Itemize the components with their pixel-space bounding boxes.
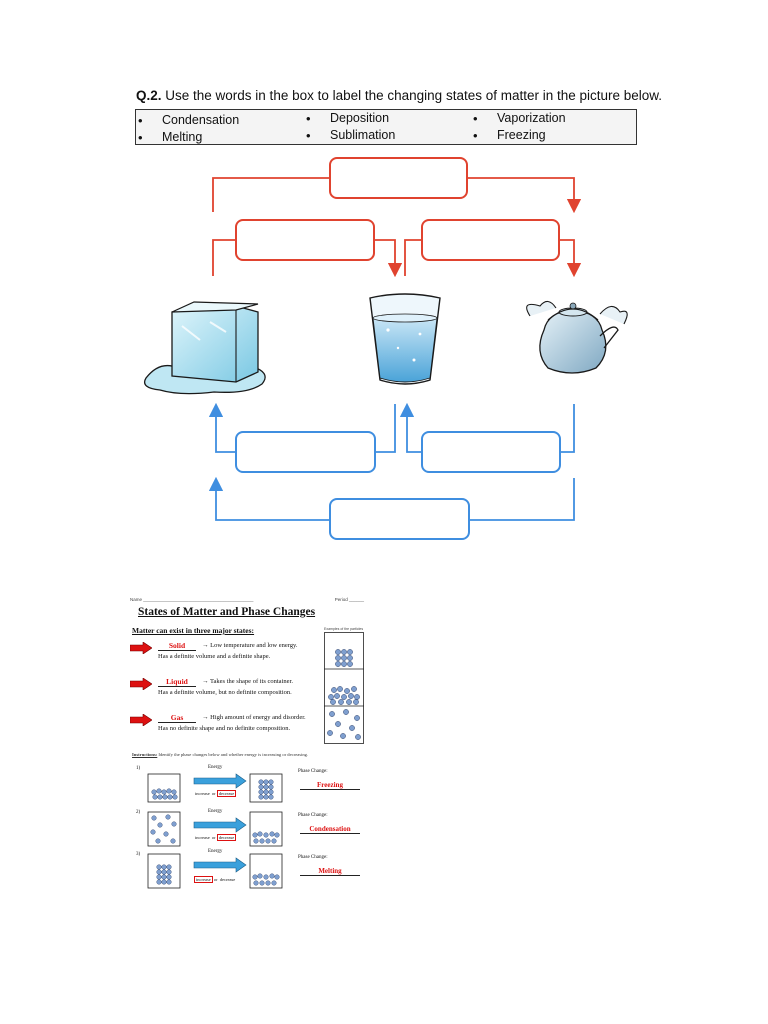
arrow-deposition [208, 476, 575, 521]
phase-change-graphic [147, 773, 283, 803]
name-label: Name [130, 597, 143, 602]
phase-change-answer: Freezing [300, 781, 360, 790]
word-bank-item: Sublimation [306, 128, 395, 143]
arrow-melting [212, 239, 403, 278]
word-bank-item: Vaporization [473, 111, 565, 126]
steaming-kettle-icon [526, 300, 628, 374]
state-desc: → Low temperature and low energy. [202, 642, 298, 649]
worksheet-title: States of Matter and Phase Changes [138, 606, 316, 618]
particles-column-head: Examples of the particles [324, 627, 364, 631]
state-desc: → Takes the shape of its container. [202, 678, 293, 685]
worksheet-subtitle: Matter can exist in three major states: [132, 626, 255, 635]
phase-change-row-2: 2) Energy increase or decrease Phase Cha… [128, 809, 366, 850]
word-bank-item: Deposition [306, 111, 389, 126]
word-bank-box: Condensation Deposition Vaporization Mel… [135, 109, 637, 145]
state-name: Solid [158, 641, 196, 651]
liquid-particles [328, 686, 360, 705]
arrow-freezing [208, 402, 396, 453]
phase-change-answer: Condensation [300, 825, 360, 834]
question-number: Q.2. [136, 88, 162, 103]
state-name: Liquid [158, 677, 196, 687]
answer-box-bottom-outer[interactable] [329, 498, 470, 540]
state-desc-2: Has a definite volume and a definite sha… [158, 653, 271, 660]
answer-box-top-left[interactable] [235, 219, 375, 261]
state-name: Gas [158, 713, 196, 723]
increase-decrease: increase or decrease [195, 790, 237, 797]
phase-change-row-3: 3) Energy increase or decrease Phase Cha… [128, 849, 366, 892]
word-bank-item: Melting [138, 130, 202, 145]
state-desc-2: Has a definite volume, but no definite c… [158, 689, 292, 696]
increase-decrease: increase or decrease [195, 834, 237, 841]
states-of-matter-worksheet: Name ___________________________________… [128, 594, 366, 894]
answer-box-bottom-right[interactable] [421, 431, 561, 473]
phase-change-diagram [143, 157, 628, 540]
question-text: Use the words in the box to label the ch… [161, 88, 663, 103]
gas-particles [327, 709, 361, 740]
arrow-condensation [399, 402, 575, 453]
solid-particles [335, 649, 353, 667]
arrow-sublimation [212, 177, 582, 214]
phase-change-graphic [147, 811, 283, 847]
word-bank-item: Condensation [138, 113, 239, 128]
answer-box-bottom-left[interactable] [235, 431, 376, 473]
period-label: Period [334, 597, 348, 602]
red-arrow-icon [130, 678, 152, 690]
answer-box-top-right[interactable] [421, 219, 560, 261]
arrow-vaporization [404, 239, 582, 278]
phase-change-row-1: 1) Energy increase or decrease Phase Cha… [128, 765, 366, 806]
question-prompt: Q.2. Use the words in the box to label t… [136, 88, 662, 103]
state-desc-2: Has no definite shape and no definite co… [158, 725, 291, 732]
red-arrow-icon [130, 642, 152, 654]
word-bank-item: Freezing [473, 128, 545, 143]
water-glass-icon [369, 293, 441, 385]
phase-change-graphic [147, 853, 283, 889]
worksheet-instructions: Instructions: Identify the phase changes… [132, 752, 309, 757]
ice-cube-icon [143, 301, 266, 395]
state-desc: → High amount of energy and disorder. [202, 714, 306, 721]
phase-change-answer: Melting [300, 867, 360, 876]
worksheet-name-row: Name ___________________________________… [130, 597, 364, 602]
particle-examples-column [324, 632, 364, 744]
increase-decrease: increase or decrease [194, 876, 236, 883]
red-arrow-icon [130, 714, 152, 726]
answer-box-top-outer[interactable] [329, 157, 468, 199]
